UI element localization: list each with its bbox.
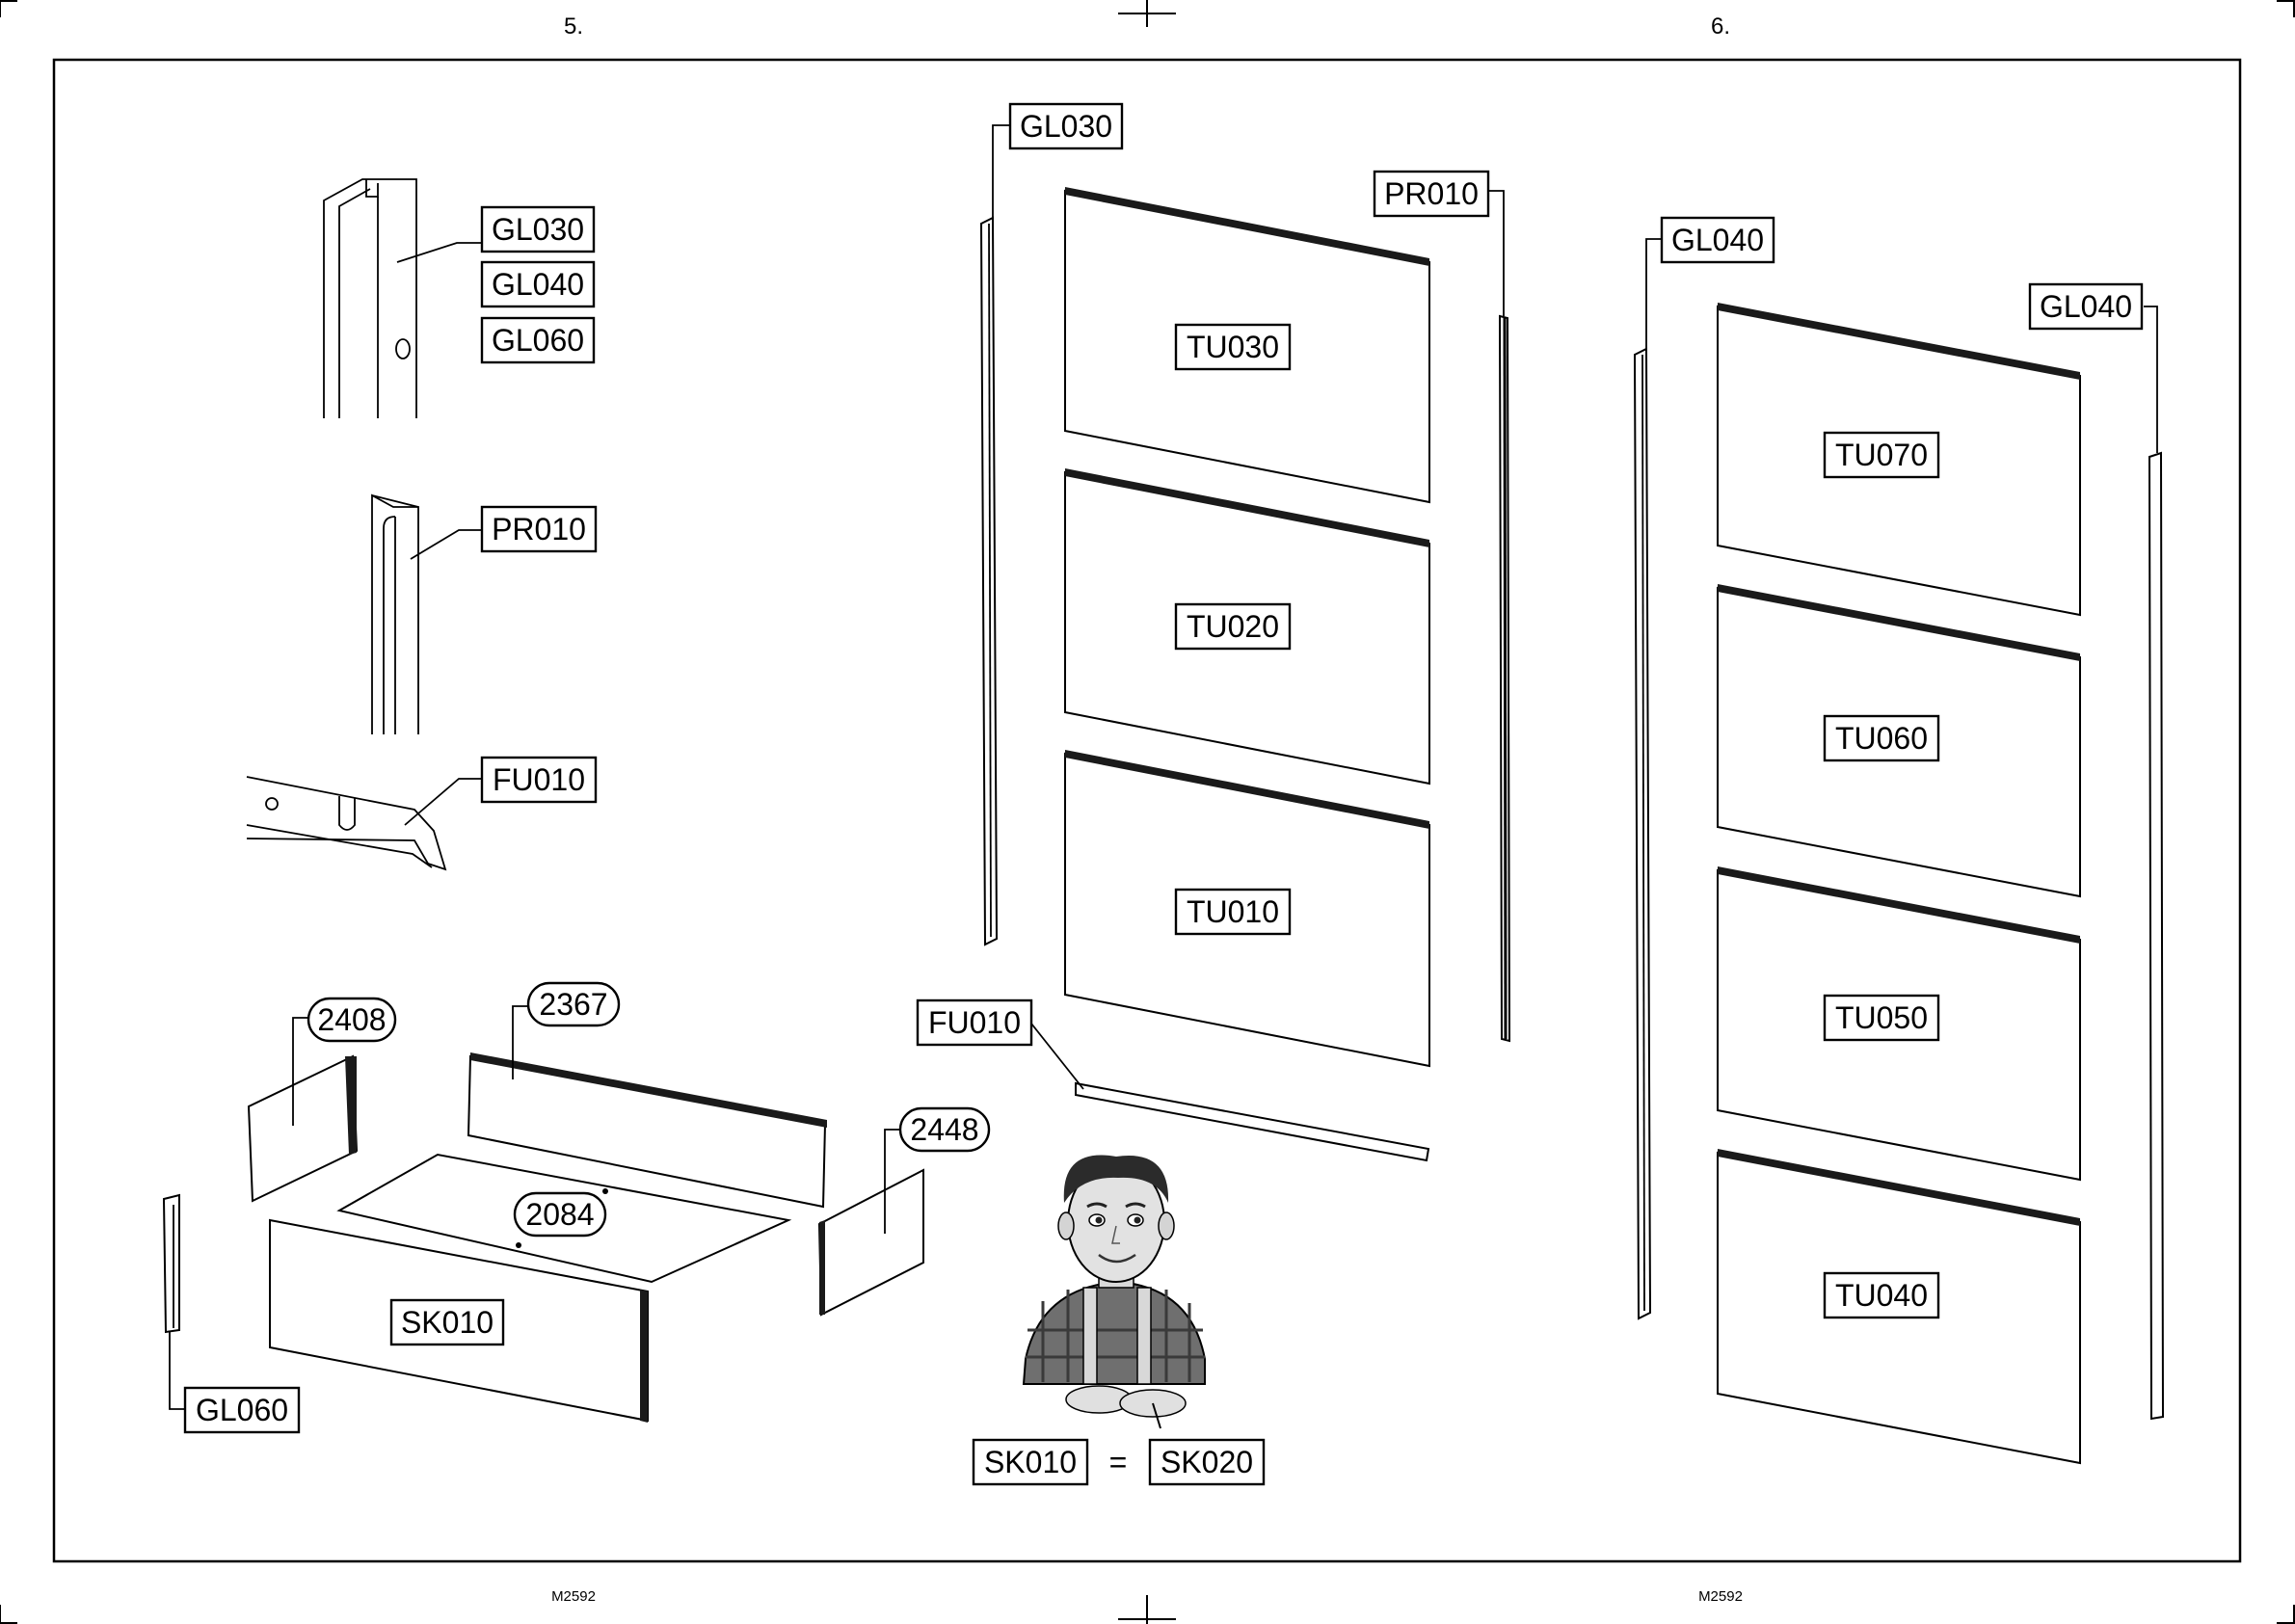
footer-code-left: M2592: [551, 1588, 596, 1605]
label-gl040-left: GL040: [1662, 218, 1774, 262]
svg-text:PR010: PR010: [492, 512, 586, 546]
svg-text:TU030: TU030: [1187, 330, 1279, 364]
label-tu030: TU030: [1176, 325, 1290, 369]
svg-text:TU060: TU060: [1835, 721, 1928, 756]
label-gl060-drawer: GL060: [185, 1388, 299, 1432]
svg-text:2084: 2084: [525, 1197, 594, 1232]
svg-text:GL030: GL030: [492, 212, 584, 247]
fu-rail-detail: [247, 777, 482, 869]
label-gl040-right: GL040: [2030, 284, 2142, 329]
svg-text:GL030: GL030: [1020, 109, 1112, 144]
step-number-5: 5.: [564, 13, 583, 40]
label-gl030: GL030: [482, 207, 594, 252]
svg-text:SK010: SK010: [984, 1445, 1077, 1479]
label-tu010: TU010: [1176, 890, 1290, 934]
footer-code-right: M2592: [1698, 1588, 1743, 1605]
svg-text:GL040: GL040: [492, 267, 584, 302]
svg-text:PR010: PR010: [1384, 176, 1479, 211]
label-sk010-front: SK010: [391, 1300, 503, 1344]
svg-text:TU050: TU050: [1835, 1000, 1928, 1035]
pr-profile-detail: [372, 495, 482, 734]
svg-text:2408: 2408: [317, 1002, 386, 1037]
label-tu060: TU060: [1825, 716, 1938, 760]
code-2408: 2408: [308, 998, 395, 1041]
label-gl040: GL040: [482, 262, 594, 306]
label-pr010: PR010: [482, 507, 596, 551]
code-2084: 2084: [515, 1193, 605, 1236]
label-sk020-note: SK020: [1150, 1440, 1264, 1484]
label-tu070: TU070: [1825, 433, 1938, 477]
svg-text:SK010: SK010: [401, 1305, 494, 1340]
svg-text:GL040: GL040: [1671, 223, 1764, 257]
svg-text:FU010: FU010: [928, 1005, 1021, 1040]
svg-text:TU010: TU010: [1187, 894, 1279, 929]
label-sk010-note: SK010: [974, 1440, 1087, 1484]
label-gl030-column: GL030: [1010, 104, 1122, 148]
svg-text:GL040: GL040: [2040, 289, 2132, 324]
label-pr010-column: PR010: [1374, 172, 1488, 216]
svg-text:TU020: TU020: [1187, 609, 1279, 644]
label-tu040: TU040: [1825, 1273, 1938, 1318]
label-tu020: TU020: [1176, 604, 1290, 649]
code-2367: 2367: [528, 983, 619, 1025]
label-gl060: GL060: [482, 318, 594, 362]
label-fu010-column: FU010: [918, 1000, 1031, 1045]
gl-profile-detail: [324, 179, 482, 418]
svg-text:FU010: FU010: [493, 762, 585, 797]
label-tu050: TU050: [1825, 996, 1938, 1040]
assembler-mascot-icon: [1024, 1156, 1205, 1428]
code-2448: 2448: [900, 1108, 989, 1151]
svg-text:2448: 2448: [910, 1112, 978, 1147]
svg-text:2367: 2367: [539, 987, 607, 1022]
svg-text:TU040: TU040: [1835, 1278, 1928, 1313]
svg-text:GL060: GL060: [492, 323, 584, 358]
svg-text:TU070: TU070: [1835, 438, 1928, 472]
svg-text:GL060: GL060: [196, 1393, 288, 1427]
step-number-6: 6.: [1711, 13, 1730, 40]
label-fu010: FU010: [482, 758, 596, 802]
equals-sign: =: [1109, 1445, 1128, 1479]
svg-text:SK020: SK020: [1161, 1445, 1253, 1479]
